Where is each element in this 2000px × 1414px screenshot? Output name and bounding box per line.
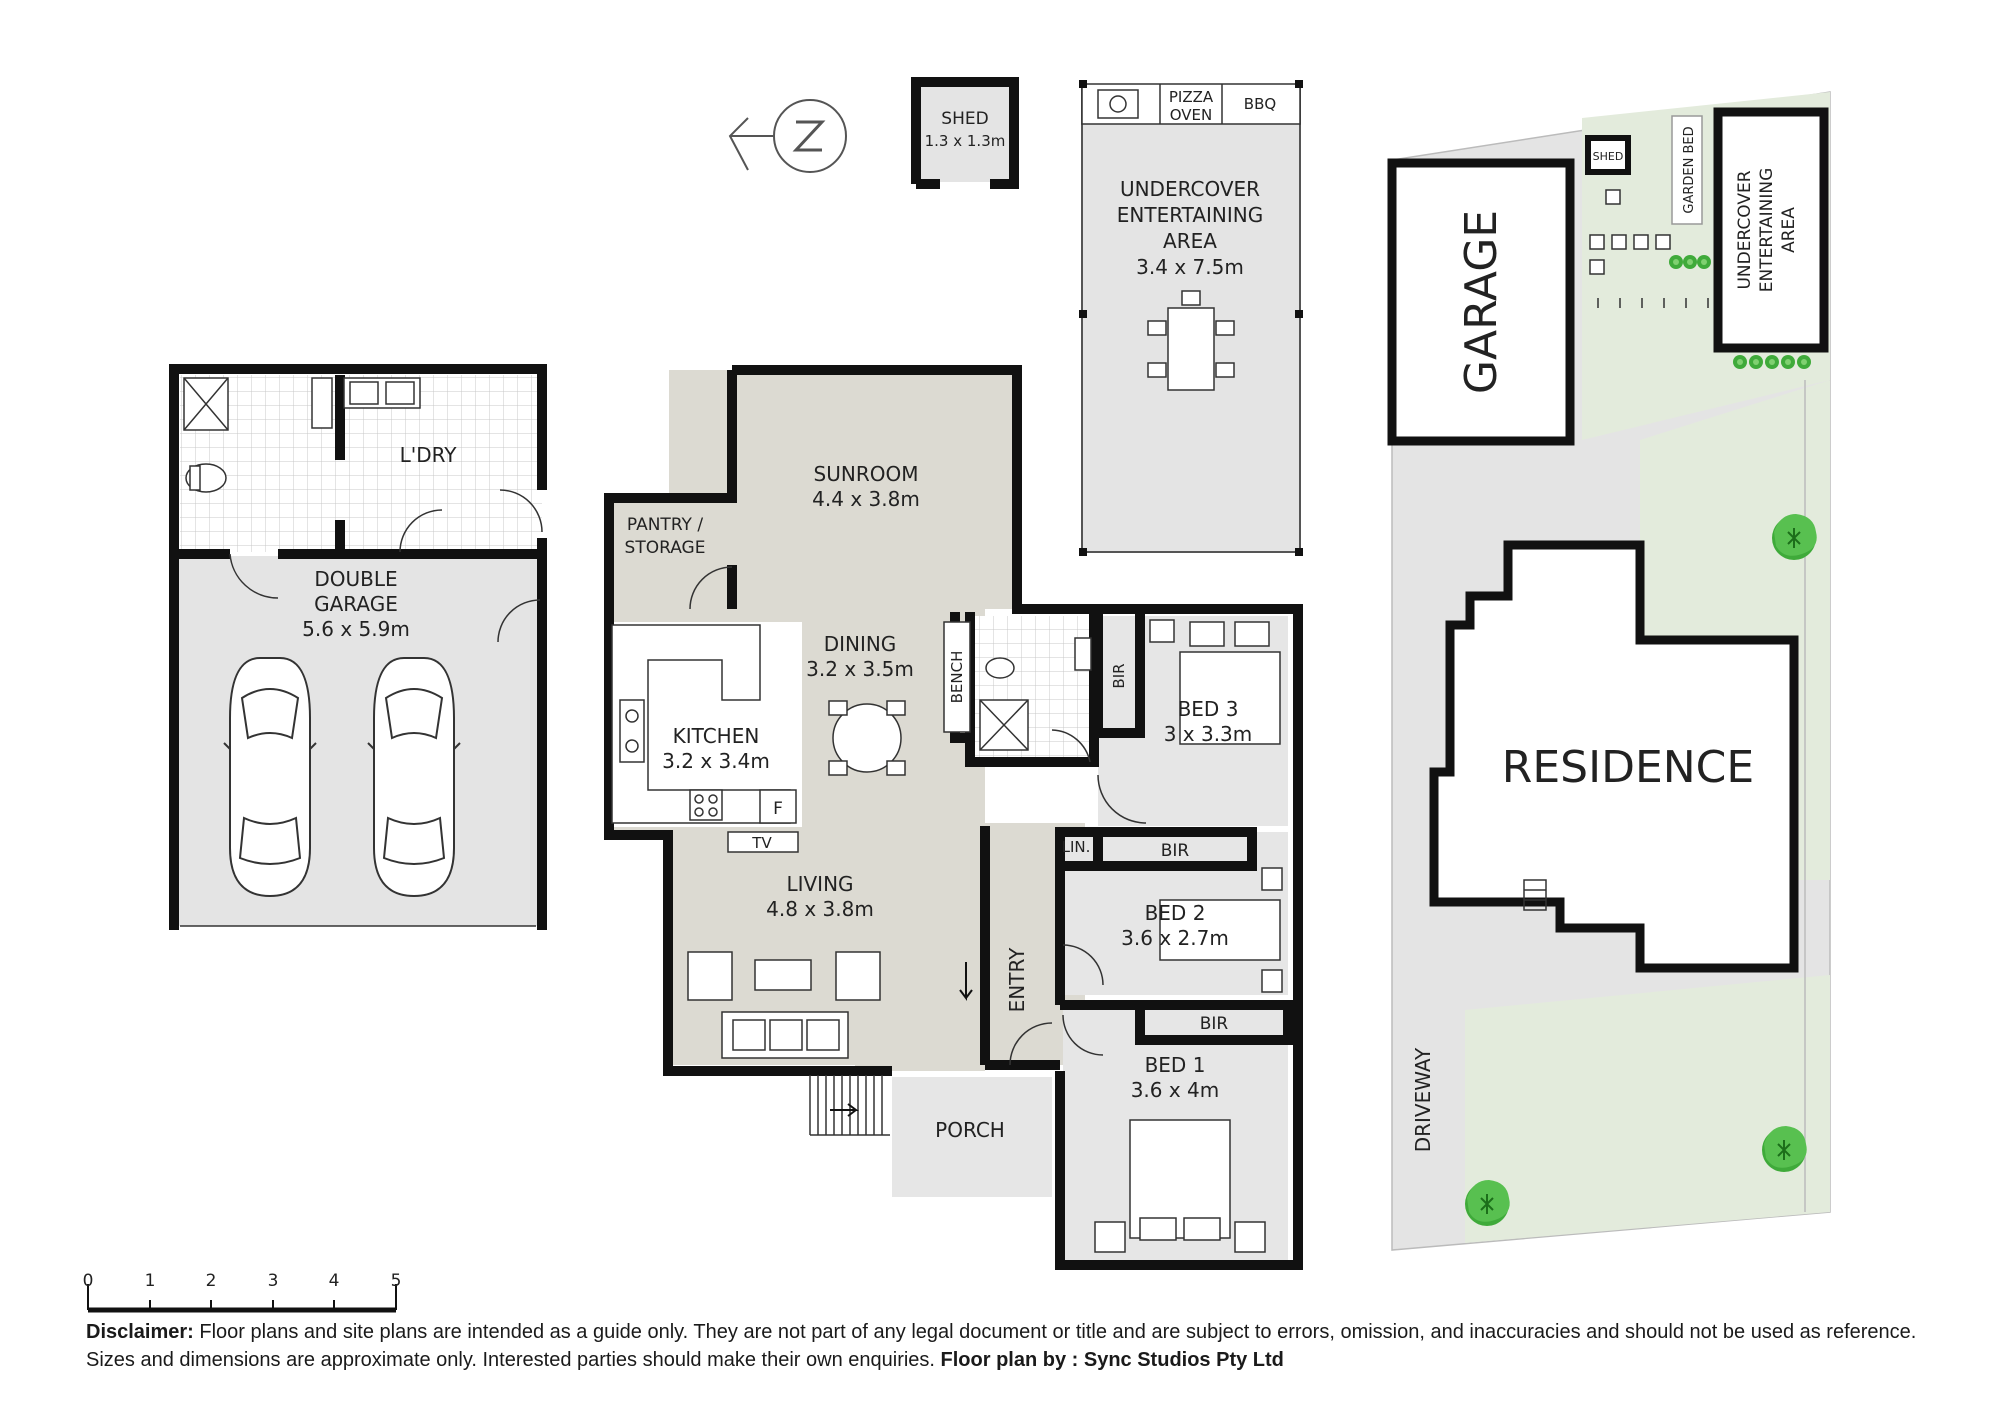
garage-dims: 5.6 x 5.9m xyxy=(302,617,410,641)
scale-tick-5: 5 xyxy=(391,1271,402,1291)
pantry-label-1: PANTRY / xyxy=(627,515,703,535)
site-entertaining-label-2: ENTERTAINING xyxy=(1757,168,1777,293)
kitchen-dims: 3.2 x 3.4m xyxy=(662,749,770,773)
fridge-label: F xyxy=(773,799,783,819)
residence-label: RESIDENCE xyxy=(1502,742,1754,793)
kitchen-label: KITCHEN xyxy=(673,724,760,748)
entertaining-label-2: ENTERTAINING xyxy=(1117,203,1263,227)
disclaimer-credit: Floor plan by : Sync Studios Pty Ltd xyxy=(940,1349,1284,1371)
scale-tick-0: 0 xyxy=(83,1271,94,1291)
dining-dims: 3.2 x 3.5m xyxy=(806,657,914,681)
bed2-label: BED 2 xyxy=(1145,901,1206,925)
entry-label: ENTRY xyxy=(1005,947,1029,1012)
linen-label: LIN. xyxy=(1062,838,1091,856)
bir-label-bed2: BIR xyxy=(1161,841,1190,861)
pizza-oven-label-2: OVEN xyxy=(1170,106,1213,124)
bed3-label: BED 3 xyxy=(1178,697,1239,721)
disclaimer: Disclaimer: Floor plans and site plans a… xyxy=(86,1318,1936,1374)
porch-fill xyxy=(892,1077,1052,1197)
dining-label: DINING xyxy=(824,632,897,656)
site-entertaining-label-1: UNDERCOVER xyxy=(1735,170,1755,289)
disclaimer-lead: Disclaimer: xyxy=(86,1321,194,1343)
scale-tick-3: 3 xyxy=(268,1271,279,1291)
bench-label: BENCH xyxy=(948,651,966,704)
site-entertaining-label-3: AREA xyxy=(1779,207,1799,253)
bir-label-bed1: BIR xyxy=(1200,1014,1229,1034)
front-lawn xyxy=(1465,975,1830,1243)
bed3-dims: 3 x 3.3m xyxy=(1164,722,1253,746)
laundry-label: L'DRY xyxy=(400,443,458,467)
bed1-label: BED 1 xyxy=(1145,1053,1206,1077)
bir-label-bed3: BIR xyxy=(1110,663,1128,688)
garage-label-1: DOUBLE xyxy=(314,567,397,591)
bbq-label: BBQ xyxy=(1244,95,1276,113)
site-entertaining xyxy=(1713,107,1829,353)
garden-bed-label: GARDEN BED xyxy=(1682,126,1697,213)
entertaining-label-1: UNDERCOVER xyxy=(1120,177,1260,201)
shed-label: SHED xyxy=(941,109,988,129)
site-residence xyxy=(1429,540,1799,973)
north-arrow-icon xyxy=(728,99,847,173)
scale-bar: 0 1 2 3 4 5 xyxy=(83,1271,402,1313)
sunroom-dims: 4.4 x 3.8m xyxy=(812,487,920,511)
driveway-label: DRIVEWAY xyxy=(1411,1047,1435,1152)
disclaimer-body: Floor plans and site plans are intended … xyxy=(86,1321,1917,1371)
entertaining-dims: 3.4 x 7.5m xyxy=(1136,255,1244,279)
site-garage-label: GARAGE xyxy=(1456,210,1507,394)
bed1-dims: 3.6 x 4m xyxy=(1131,1078,1220,1102)
scale-tick-1: 1 xyxy=(145,1271,156,1291)
site-shed-label: SHED xyxy=(1593,150,1624,163)
sunroom-label: SUNROOM xyxy=(814,462,919,486)
scale-tick-2: 2 xyxy=(206,1271,217,1291)
pantry-label-2: STORAGE xyxy=(625,538,706,558)
shed-dims: 1.3 x 1.3m xyxy=(925,132,1006,150)
scale-tick-4: 4 xyxy=(329,1271,340,1291)
porch-label: PORCH xyxy=(935,1118,1005,1142)
pizza-oven-label-1: PIZZA xyxy=(1169,88,1214,106)
living-dims: 4.8 x 3.8m xyxy=(766,897,874,921)
living-label: LIVING xyxy=(786,872,853,896)
bed2-dims: 3.6 x 2.7m xyxy=(1121,926,1229,950)
pantry-fill xyxy=(604,496,732,613)
entertaining-label-3: AREA xyxy=(1163,229,1217,253)
garage-label-2: GARAGE xyxy=(314,592,398,616)
tv-label: TV xyxy=(751,834,772,852)
site-garage xyxy=(1387,158,1575,446)
